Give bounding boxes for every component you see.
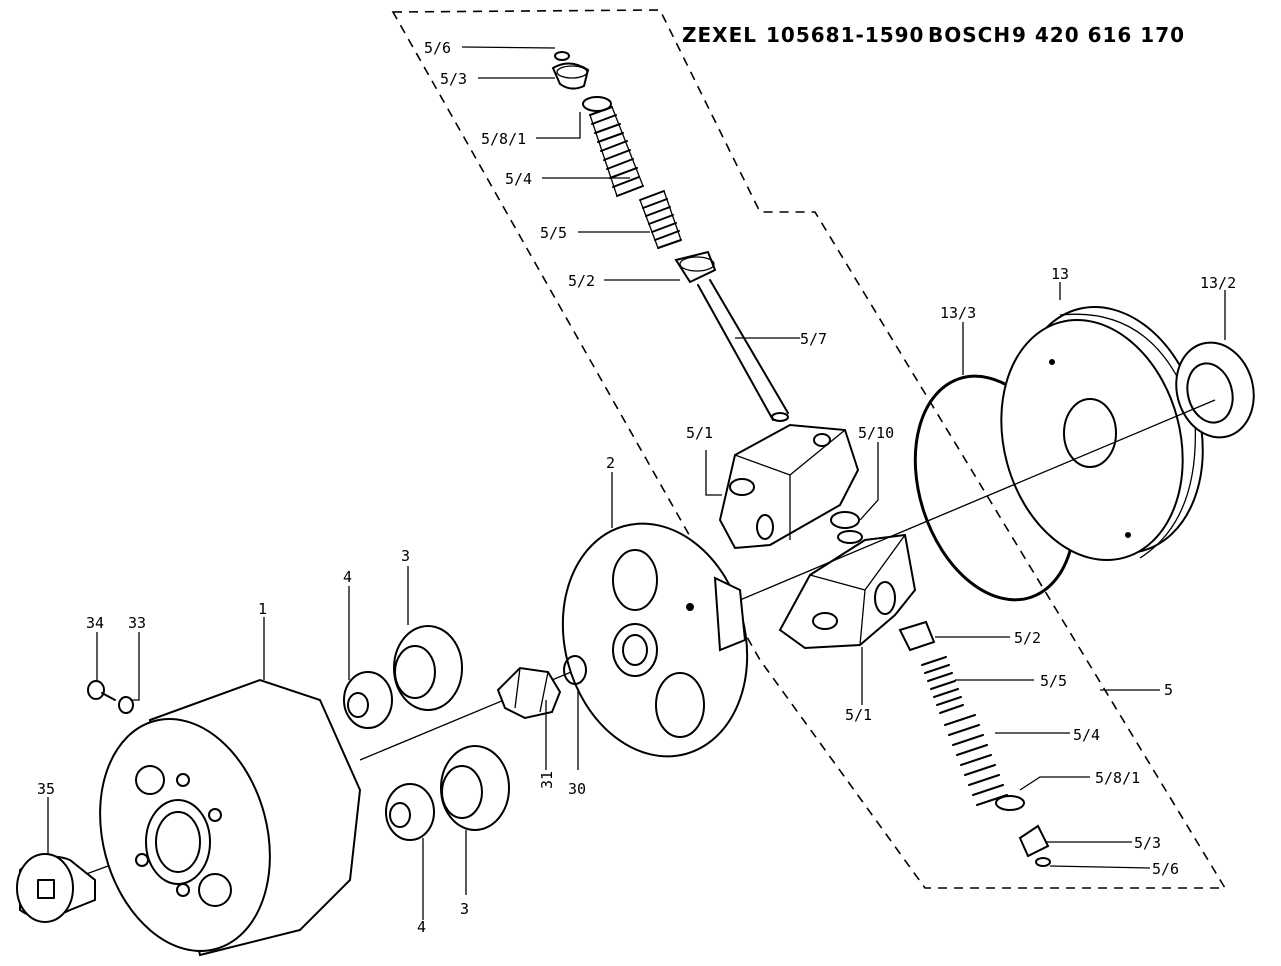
label-5-10: 5/10 (858, 424, 894, 442)
cup-3-bottom (440, 745, 510, 831)
piston-4-top (343, 671, 393, 729)
label-5-1-top: 5/1 (686, 424, 713, 442)
label-5-1-bottom: 5/1 (845, 706, 872, 724)
label-5-6-bottom: 5/6 (1152, 860, 1179, 878)
push-rod-5-7 (697, 279, 789, 421)
label-5-2-top: 5/2 (568, 272, 595, 290)
washer-5-8-1-bottom (995, 795, 1025, 811)
label-5-4-top: 5/4 (505, 170, 532, 188)
piston-4-bottom (385, 783, 435, 841)
washer-33 (118, 696, 134, 714)
pump-block-5-1-lower (778, 533, 917, 650)
clip-5-6-bottom (1035, 857, 1051, 867)
label-4-bottom: 4 (417, 918, 426, 936)
label-3-top: 3 (401, 547, 410, 565)
drive-plate-2 (561, 522, 749, 758)
valve-seat-5-2-bottom (898, 620, 936, 652)
housing-1 (99, 678, 362, 957)
screw-34 (87, 680, 116, 701)
spring-5-4-top (589, 106, 644, 197)
part-labels: 5/6 5/3 5/8/1 5/4 5/5 5/2 5/7 5/1 5/10 1… (37, 39, 1236, 936)
spring-5-5-top (639, 190, 682, 249)
label-35: 35 (37, 780, 55, 798)
header-part-bosch: 9 420 616 170 (1012, 23, 1185, 47)
label-34: 34 (86, 614, 104, 632)
label-5-8-1-bottom: 5/8/1 (1095, 769, 1140, 787)
label-31: 31 (538, 771, 556, 789)
upper-valve-stack (551, 51, 789, 422)
label-30: 30 (568, 780, 586, 798)
label-5-8-1-top: 5/8/1 (481, 130, 526, 148)
spring-5-4-bottom (944, 714, 1008, 806)
header: ZEXEL 105681-1590 BOSCH 9 420 616 170 (682, 23, 1185, 47)
header-part-zexel: 105681-1590 (766, 23, 924, 47)
clip-5-6-top (554, 51, 570, 61)
label-13: 13 (1051, 265, 1069, 283)
label-5-5-top: 5/5 (540, 224, 567, 242)
cover-13 (1000, 306, 1204, 562)
label-2: 2 (606, 454, 615, 472)
label-5-3-top: 5/3 (440, 70, 467, 88)
label-33: 33 (128, 614, 146, 632)
valve-cap-5-3-top (551, 62, 590, 90)
washer-30 (563, 655, 587, 685)
plug-35 (16, 853, 96, 923)
valve-seat-5-2-top (674, 250, 717, 284)
leader-lines (47, 46, 1226, 920)
valve-cap-5-3-bottom (1018, 824, 1050, 858)
label-5-3-bottom: 5/3 (1134, 834, 1161, 852)
spring-5-5-bottom (921, 656, 964, 714)
part-5-10 (830, 511, 863, 544)
lower-valve-stack (898, 620, 1051, 867)
seal-13-2 (1175, 341, 1255, 439)
label-1: 1 (258, 600, 267, 618)
header-brand-bosch: BOSCH (928, 23, 1011, 47)
washer-5-8-1-top (582, 96, 612, 112)
label-13-3: 13/3 (940, 304, 976, 322)
label-5-7: 5/7 (800, 330, 827, 348)
cup-3-top (393, 625, 463, 711)
label-13-2: 13/2 (1200, 274, 1236, 292)
nut-31 (496, 666, 562, 720)
label-5: 5 (1164, 681, 1173, 699)
pump-block-5-1-upper (718, 423, 860, 550)
label-5-6-top: 5/6 (424, 39, 451, 57)
label-5-5-bottom: 5/5 (1040, 672, 1067, 690)
header-brand-zexel: ZEXEL (682, 23, 757, 47)
assembly-5-boundary (391, 9, 1227, 889)
label-4-top: 4 (343, 568, 352, 586)
label-5-4-bottom: 5/4 (1073, 726, 1100, 744)
label-5-2-bottom: 5/2 (1014, 629, 1041, 647)
label-3-bottom: 3 (460, 900, 469, 918)
